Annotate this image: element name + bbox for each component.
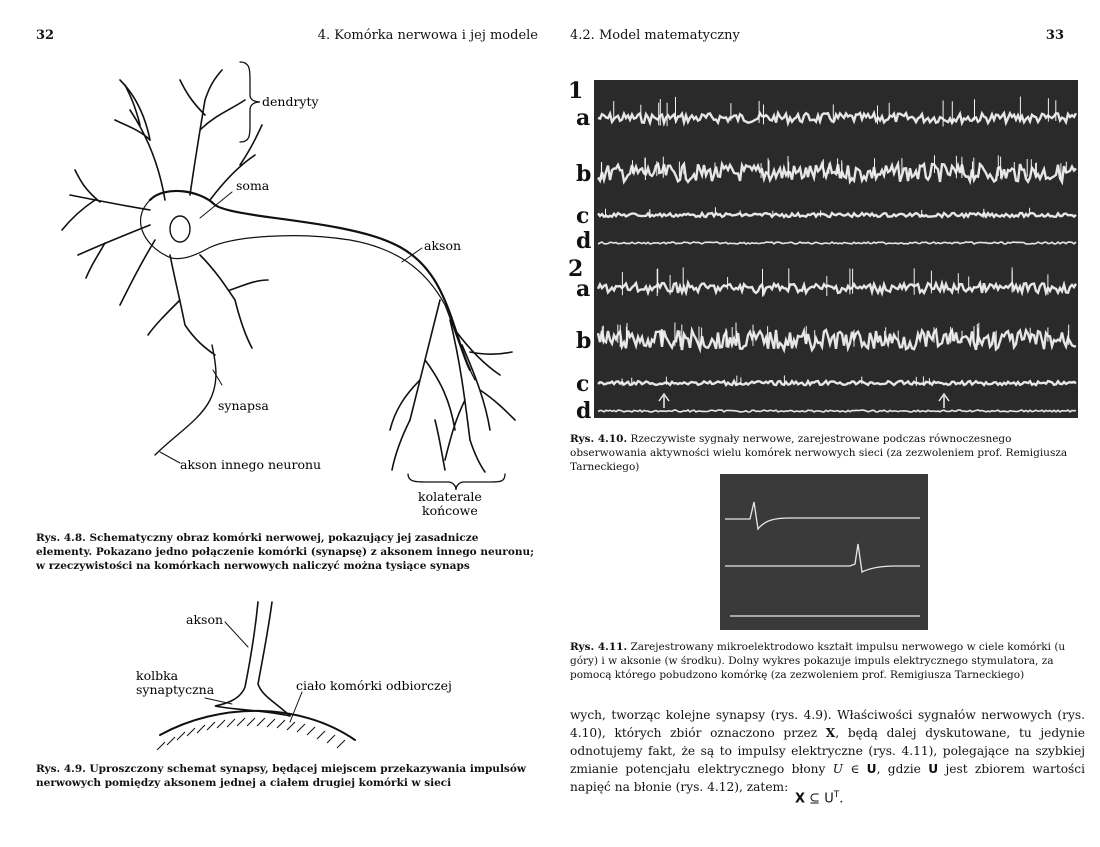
group-label-2: 2 <box>568 256 583 282</box>
row-label-1d: d <box>576 228 591 254</box>
caption-fig48: Rys. 4.8. Schematyczny obraz komórki ner… <box>36 531 536 573</box>
label-akson: akson <box>424 238 461 253</box>
row-label-1c: c <box>576 203 589 229</box>
formula: X ⊆ UT. <box>795 790 843 806</box>
label-dendryty: dendryty <box>262 94 320 109</box>
label-synapsa: synapsa <box>218 398 269 413</box>
label-koncowe: końcowe <box>422 503 478 518</box>
impulse-photo <box>720 474 928 630</box>
formula-sup: T <box>833 790 840 800</box>
body-symbol-u-italic: U <box>832 762 844 776</box>
body-symbol-u-bold: U <box>866 762 877 776</box>
caption-fig411-label: Rys. 4.11. <box>570 641 628 653</box>
running-head-right: 4.2. Model matematyczny <box>570 28 740 43</box>
label-kolbka: kolbka <box>136 668 179 683</box>
signal-trace <box>597 109 1078 128</box>
label-synaptyczna: synaptyczna <box>136 682 215 697</box>
caption-fig48-text: Schematyczny obraz komórki nerwowej, pok… <box>36 532 534 572</box>
page-number-left: 32 <box>36 28 55 43</box>
label-akson-innego: akson innego neuronu <box>180 457 321 472</box>
synapse-diagram: akson kolbka synaptyczna ciało komórki o… <box>136 601 452 751</box>
body-symbol-in: ∈ <box>843 762 867 776</box>
caption-fig49-text: Uproszczony schemat synapsy, będącej mie… <box>36 763 526 789</box>
label-soma: soma <box>236 178 270 193</box>
group-label-1: 1 <box>568 78 583 104</box>
signal-trace <box>596 279 1078 298</box>
caption-fig411: Rys. 4.11. Zarejestrowany mikroelektrodo… <box>570 640 1085 682</box>
formula-rhs: U <box>824 791 834 807</box>
body-symbol-x: X <box>825 726 836 740</box>
caption-fig49-label: Rys. 4.9. <box>36 763 86 775</box>
caption-fig49: Rys. 4.9. Uproszczony schemat synapsy, b… <box>36 762 536 790</box>
signal-trace <box>597 378 1077 387</box>
signal-trace <box>597 240 1077 245</box>
signal-trace <box>596 325 1077 354</box>
body-part-1: wych, tworząc kolejne synapsy (rys. 4.9)… <box>570 708 1085 740</box>
row-label-2c: c <box>576 371 589 397</box>
body-part-4: jest zbiorem wartości napięć na błonie (… <box>570 762 1086 794</box>
caption-fig411-text: Zarejestrowany mikroelektrodowo kształt … <box>570 641 1066 681</box>
page-number-right: 33 <box>1045 28 1064 43</box>
nerve-signals-photo: 1 a b c d 2 a b c d <box>568 78 1078 423</box>
signal-trace <box>597 409 1077 413</box>
formula-op: ⊆ <box>805 791 825 807</box>
signal-trace <box>597 210 1077 220</box>
row-label-1a: a <box>576 105 590 131</box>
label-kolaterale: kolaterale <box>418 489 482 504</box>
caption-fig410: Rys. 4.10. Rzeczywiste sygnały nerwowe, … <box>570 432 1085 474</box>
formula-end: . <box>839 791 844 807</box>
left-page: 32 4. Komórka nerwowa i jej modele <box>36 28 538 790</box>
label-cialo: ciało komórki odbiorczej <box>296 678 452 693</box>
caption-fig410-text: Rzeczywiste sygnały nerwowe, zarejestrow… <box>570 433 1068 473</box>
running-head-left: 4. Komórka nerwowa i jej modele <box>317 28 538 43</box>
body-part-2: , będą dalej dyskutowane, tu jedynie odn… <box>570 726 1086 776</box>
row-label-2a: a <box>576 276 590 302</box>
caption-fig48-label: Rys. 4.8. <box>36 532 86 544</box>
body-part-3: , gdzie <box>876 762 921 776</box>
signal-trace <box>597 159 1077 186</box>
neuron-diagram: dendryty soma akson synapsa akson innego… <box>61 61 516 518</box>
row-label-2b: b <box>576 328 591 354</box>
formula-lhs: X <box>795 791 806 807</box>
row-label-1b: b <box>576 161 591 187</box>
body-paragraph: wych, tworząc kolejne synapsy (rys. 4.9)… <box>570 706 1085 796</box>
right-page: 4.2. Model matematyczny 33 1 a b c d 2 a… <box>550 0 1100 847</box>
label-akson-synapse: akson <box>186 612 223 627</box>
caption-fig410-label: Rys. 4.10. <box>570 433 628 445</box>
body-symbol-u-bold-2: U <box>928 762 939 776</box>
row-label-2d: d <box>576 398 591 423</box>
